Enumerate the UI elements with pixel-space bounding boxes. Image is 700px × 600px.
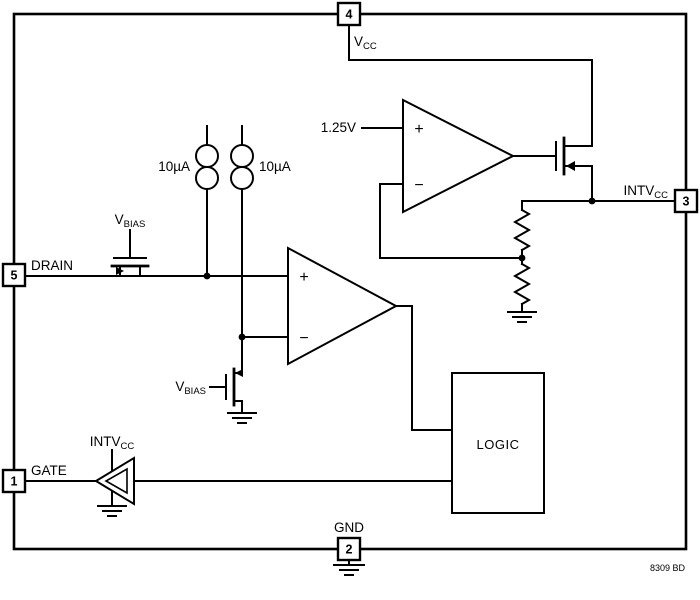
label-main: V (354, 34, 363, 49)
current-source-circle (230, 144, 254, 168)
current-source-right-label: 10µA (259, 159, 291, 174)
label-sub: CC (654, 190, 668, 201)
resistor-bottom (512, 262, 532, 306)
comparator-bottom (287, 246, 399, 366)
pin-1-label-gate: GATE (31, 463, 67, 478)
comparator-top-minus: − (414, 177, 423, 194)
pin-4-box (336, 1, 362, 27)
ground-bias-nmos (227, 412, 257, 424)
pin-2-number: 2 (346, 543, 353, 557)
vbias-label-bias: VBIAS (175, 379, 206, 397)
pin-2-box (336, 536, 362, 562)
junction-dot (588, 197, 596, 205)
ground-buffer (97, 505, 127, 517)
comparator-bottom-plus: + (299, 269, 308, 286)
bias-nmos (225, 367, 243, 407)
pin-3-box (673, 188, 699, 214)
junction-dot (238, 333, 246, 341)
pin-4-number: 4 (346, 8, 353, 22)
vbias-label-pass: VBIAS (115, 212, 146, 230)
pin-4-label-vcc: VCC (354, 34, 377, 52)
junction-dot (203, 272, 211, 280)
junction-dot (518, 254, 526, 262)
current-source-right (230, 144, 254, 190)
buffer-inner-triangle (104, 467, 128, 495)
pin-1-box (1, 468, 27, 494)
gate-driver-buffer (94, 456, 135, 506)
diagram-ref-code: 8309 BD (650, 563, 686, 573)
ground-gnd-pin (333, 564, 365, 576)
pin-1-number: 1 (11, 475, 18, 489)
comparator-top (402, 98, 516, 214)
current-source-circle (195, 166, 219, 190)
comparator-top-plus: + (414, 121, 423, 138)
label-sub: BIAS (184, 386, 206, 397)
current-source-left (195, 144, 219, 190)
pin-5-label-drain: DRAIN (31, 258, 73, 273)
logic-block (451, 372, 545, 514)
intvcc-label-buffer: INTVCC (90, 434, 135, 452)
label-main: INTV (624, 183, 655, 198)
wires (24, 24, 676, 566)
label-sub: CC (121, 441, 135, 452)
logic-label: LOGIC (477, 437, 520, 452)
label-main: V (175, 379, 184, 394)
pin-2-label-gnd: GND (334, 520, 364, 535)
pin-3-number: 3 (683, 195, 690, 209)
pin-5-number: 5 (11, 269, 18, 283)
label-main: V (115, 212, 124, 227)
pin-3-label-intvcc: INTVCC (624, 183, 669, 201)
label-sub: CC (363, 41, 377, 52)
current-source-circle (230, 166, 254, 190)
buffer-triangle (94, 456, 135, 506)
pin-5-box (1, 262, 27, 288)
label-sub: BIAS (124, 219, 146, 230)
reference-voltage-label: 1.25V (321, 120, 356, 135)
comparator-bottom-minus: − (299, 330, 308, 347)
current-source-left-label: 10µA (158, 159, 190, 174)
mosfet-arrow (235, 369, 243, 377)
mosfet-arrow (116, 267, 124, 275)
mosfet-arrow (566, 161, 575, 171)
current-source-circle (195, 144, 219, 168)
pass-nmos (110, 257, 150, 275)
label-main: INTV (90, 434, 121, 449)
resistor-divider (512, 208, 532, 306)
regulator-nmos (555, 136, 575, 176)
ground-resistor (507, 311, 537, 323)
resistor-top (512, 208, 532, 252)
